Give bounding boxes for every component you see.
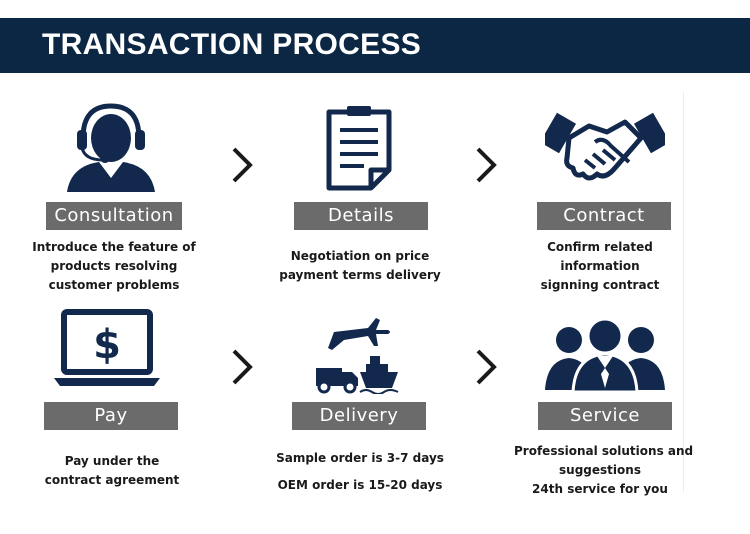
- step-label: Contract: [537, 202, 671, 230]
- chevron-right-icon: [232, 349, 253, 385]
- description-line: suggestions: [559, 463, 641, 477]
- description-line: customer problems: [48, 278, 180, 292]
- description-line: Pay under the: [64, 454, 160, 468]
- page-title: TRANSACTION PROCESS: [42, 28, 422, 61]
- chevron-right-icon: [476, 349, 497, 385]
- header-banner: TRANSACTION PROCESS: [0, 18, 750, 73]
- step-label: Consultation: [46, 202, 182, 230]
- svg-text:$: $: [93, 322, 121, 368]
- step-description: Confirm related information signning con…: [500, 238, 700, 295]
- description-line: Professional solutions and: [514, 444, 694, 458]
- shipping-icon: [316, 318, 399, 394]
- description-line: Negotiation on price: [290, 249, 430, 263]
- description-line: payment terms delivery: [279, 268, 441, 282]
- handshake-icon: [545, 112, 665, 181]
- chevron-right-icon: [476, 147, 497, 183]
- laptop-dollar-icon: $: [54, 309, 160, 386]
- step-label: Pay: [44, 402, 178, 430]
- customer-service-headset-icon: [67, 103, 155, 192]
- description-line: signning contract: [540, 278, 660, 292]
- description-line: 24th service for you: [532, 482, 668, 496]
- description-line: Confirm related: [547, 240, 653, 254]
- description-line: Sample order is 3-7 days: [276, 451, 444, 465]
- document-icon: [326, 106, 392, 191]
- description-line: information: [560, 259, 640, 273]
- team-icon: [545, 318, 665, 392]
- step-label: Service: [538, 402, 672, 430]
- step-description: Pay under the contract agreement: [12, 452, 212, 490]
- description-line: Introduce the feature of: [32, 240, 196, 254]
- description-line: products resolving: [50, 259, 178, 273]
- description-line: OEM order is 15-20 days: [277, 478, 443, 492]
- divider: [683, 92, 684, 492]
- chevron-right-icon: [232, 147, 253, 183]
- step-description: Introduce the feature of products resolv…: [14, 238, 214, 295]
- description-line: contract agreement: [44, 473, 180, 487]
- step-description: Professional solutions and suggestions 2…: [500, 442, 700, 499]
- step-label: Delivery: [292, 402, 426, 430]
- step-label: Details: [294, 202, 428, 230]
- step-description: Negotiation on price payment terms deliv…: [260, 247, 460, 285]
- step-description: Sample order is 3-7 days OEM order is 15…: [260, 445, 460, 499]
